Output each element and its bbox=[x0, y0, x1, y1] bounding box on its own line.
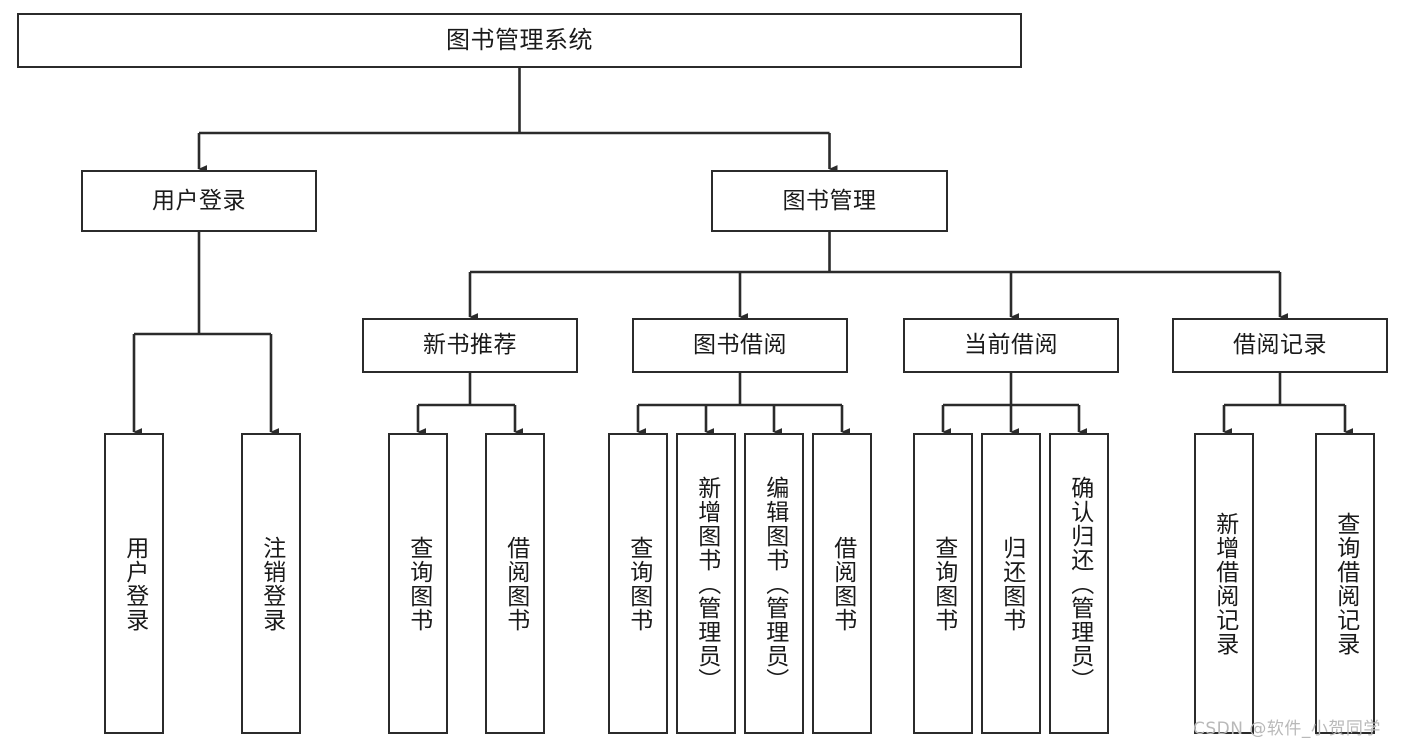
node-box-l3c[interactable]: 当前借阅 bbox=[903, 318, 1119, 373]
node-label-leaf1: 用户登录 bbox=[121, 535, 148, 632]
node-label-leaf5: 查询图书 bbox=[625, 535, 652, 632]
node-label-leaf4: 借阅图书 bbox=[502, 535, 529, 632]
node-label-l2b: 图书管理 bbox=[782, 187, 877, 214]
node-label-leaf11: 确认归还（管理员） bbox=[1066, 475, 1093, 692]
node-box-leaf11[interactable]: 确认归还（管理员） bbox=[1049, 433, 1109, 734]
node-box-leaf12[interactable]: 新增借阅记录 bbox=[1194, 433, 1254, 734]
node-label-leaf10: 归还图书 bbox=[998, 535, 1025, 632]
node-label-root: 图书管理系统 bbox=[446, 25, 593, 54]
node-label-leaf12: 新增借阅记录 bbox=[1211, 511, 1238, 656]
node-label-leaf9: 查询图书 bbox=[930, 535, 957, 632]
node-label-leaf8: 借阅图书 bbox=[829, 535, 856, 632]
node-box-leaf2[interactable]: 注销登录 bbox=[241, 433, 301, 734]
node-label-leaf6: 新增图书（管理员） bbox=[693, 475, 720, 692]
node-box-leaf4[interactable]: 借阅图书 bbox=[485, 433, 545, 734]
node-box-leaf10[interactable]: 归还图书 bbox=[981, 433, 1041, 734]
node-box-leaf3[interactable]: 查询图书 bbox=[388, 433, 448, 734]
node-box-l2a[interactable]: 用户登录 bbox=[81, 170, 317, 232]
node-box-l2b[interactable]: 图书管理 bbox=[711, 170, 948, 232]
node-box-l3a[interactable]: 新书推荐 bbox=[362, 318, 578, 373]
node-label-leaf7: 编辑图书（管理员） bbox=[761, 475, 788, 692]
node-label-l3b: 图书借阅 bbox=[693, 332, 787, 359]
node-box-leaf13[interactable]: 查询借阅记录 bbox=[1315, 433, 1375, 734]
node-label-leaf2: 注销登录 bbox=[258, 535, 285, 632]
node-box-leaf9[interactable]: 查询图书 bbox=[913, 433, 973, 734]
node-box-leaf1[interactable]: 用户登录 bbox=[104, 433, 164, 734]
node-box-leaf6[interactable]: 新增图书（管理员） bbox=[676, 433, 736, 734]
edge-layer bbox=[132, 68, 1354, 436]
node-box-l3b[interactable]: 图书借阅 bbox=[632, 318, 848, 373]
node-label-l3a: 新书推荐 bbox=[423, 332, 517, 359]
node-label-l3d: 借阅记录 bbox=[1233, 332, 1327, 359]
node-label-l3c: 当前借阅 bbox=[964, 332, 1058, 359]
node-label-leaf13: 查询借阅记录 bbox=[1332, 511, 1359, 656]
node-box-leaf5[interactable]: 查询图书 bbox=[608, 433, 668, 734]
node-label-l2a: 用户登录 bbox=[152, 187, 246, 214]
watermark-text: CSDN @软件_小贺同学 bbox=[1193, 719, 1381, 739]
node-box-l3d[interactable]: 借阅记录 bbox=[1172, 318, 1388, 373]
node-box-leaf8[interactable]: 借阅图书 bbox=[812, 433, 872, 734]
node-label-leaf3: 查询图书 bbox=[405, 535, 432, 632]
node-box-root[interactable]: 图书管理系统 bbox=[17, 13, 1022, 68]
node-box-leaf7[interactable]: 编辑图书（管理员） bbox=[744, 433, 804, 734]
